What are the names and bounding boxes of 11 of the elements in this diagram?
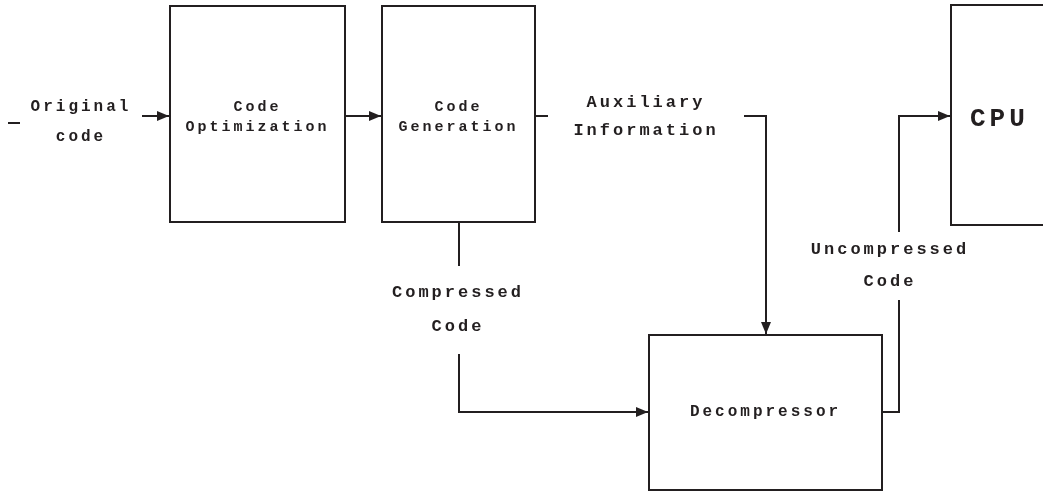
cpu-box xyxy=(950,4,1043,226)
arrow xyxy=(141,111,170,121)
process-box xyxy=(648,334,883,491)
arrow xyxy=(345,111,382,121)
node-label: Decompressor xyxy=(689,401,842,423)
process-box xyxy=(169,5,346,223)
node-label: CPU xyxy=(970,103,1029,136)
node-label: Code Generation xyxy=(397,98,520,139)
node-label: Code Optimization xyxy=(184,98,331,139)
node-label: Original code xyxy=(29,96,133,148)
process-box xyxy=(381,5,536,223)
